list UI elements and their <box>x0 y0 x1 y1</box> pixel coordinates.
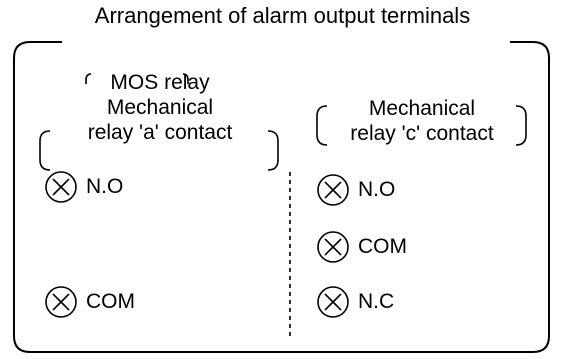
left-header-bracket-top-left <box>85 73 92 84</box>
right-terminal-com-label: COM <box>358 235 407 258</box>
screw-terminal-icon <box>317 174 349 206</box>
left-header-bracket-left <box>39 130 51 171</box>
left-header-bracket-right <box>267 130 279 171</box>
right-terminal-nc: N.C <box>316 285 394 319</box>
screw-terminal-icon <box>45 171 77 203</box>
left-header-line1: MOS relay <box>110 71 210 94</box>
left-terminal-com: COM <box>44 285 135 319</box>
right-header-bracket-left <box>316 105 328 146</box>
right-column-header: Mechanical relay 'c' contact <box>324 96 520 146</box>
left-header-line3: relay 'a' contact <box>87 121 233 144</box>
frame-border <box>13 41 550 353</box>
right-terminal-no-label: N.O <box>358 178 396 201</box>
right-terminal-com: COM <box>316 230 407 264</box>
right-terminal-no: N.O <box>316 173 395 207</box>
left-terminal-no-label: N.O <box>86 175 124 198</box>
screw-terminal-icon <box>45 286 77 318</box>
right-terminal-nc-label: N.C <box>358 290 395 313</box>
right-header-line1: Mechanical <box>368 97 476 120</box>
left-column-header: MOS relay Mechanical relay 'a' contact <box>48 70 272 145</box>
screw-terminal-icon <box>317 231 349 263</box>
left-header-line2: Mechanical <box>106 96 214 119</box>
right-header-line2: relay 'c' contact <box>350 122 494 145</box>
left-header-bracket-top-right <box>182 73 189 84</box>
diagram-title: Arrangement of alarm output terminals <box>94 3 471 28</box>
left-terminal-no: N.O <box>44 170 123 204</box>
left-terminal-com-label: COM <box>86 290 135 313</box>
screw-terminal-icon <box>317 286 349 318</box>
right-header-bracket-right <box>515 105 527 146</box>
